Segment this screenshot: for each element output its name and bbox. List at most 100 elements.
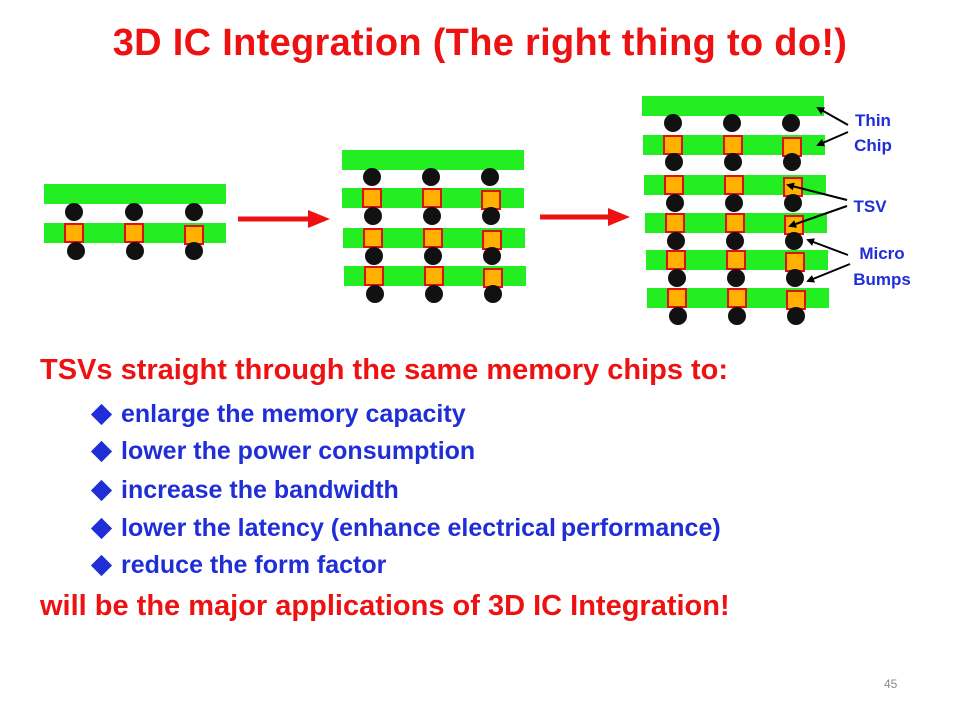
tsv [424, 266, 444, 286]
thin-chip-pointer [816, 107, 849, 126]
diamond-bullet-icon [90, 479, 113, 502]
micro-bump [784, 194, 802, 212]
micro-bump [364, 207, 382, 225]
tsv [724, 175, 744, 195]
tsv [423, 228, 443, 248]
tsv [362, 188, 382, 208]
micro-bump [185, 203, 203, 221]
tsv [664, 175, 684, 195]
micro-bump [65, 203, 83, 221]
list-item: enlarge the memory capacity [88, 396, 721, 432]
tsv [364, 266, 384, 286]
diamond-bullet-icon [90, 403, 113, 425]
tsv [726, 250, 746, 270]
list-item-text: lower the latency (enhance electrical pe… [121, 514, 721, 542]
application-list: enlarge the memory capacity lower the po… [88, 396, 721, 584]
micro-bump [728, 307, 746, 325]
list-item: lower the latency (enhance electrical pe… [88, 510, 721, 547]
micro-bump [483, 247, 501, 265]
tsv [725, 213, 745, 233]
micro-bump [782, 114, 800, 132]
micro-bump [667, 232, 685, 250]
thin-chip [342, 150, 524, 170]
micro-bump [424, 247, 442, 265]
micro-bump [423, 207, 441, 225]
tsv [422, 188, 442, 208]
micro-bump [365, 247, 383, 265]
micro-bump [727, 269, 745, 287]
micro-bump [126, 242, 144, 260]
micro-bump [125, 203, 143, 221]
micro-bump [185, 242, 203, 260]
list-item: lower the power consumption [88, 432, 721, 471]
micro-bump [484, 285, 502, 303]
stack-two-chips [44, 184, 226, 260]
page-number: 45 [884, 677, 898, 691]
micro-bump [668, 269, 686, 287]
tsv [124, 223, 144, 243]
tsv [666, 250, 686, 270]
tsv [786, 290, 806, 310]
micro-bump [669, 307, 687, 325]
tsv-label: TSV [853, 197, 887, 216]
tsv [785, 252, 805, 272]
diamond-bullet-icon [90, 554, 113, 577]
thin-chip [642, 96, 824, 116]
micro-bump [723, 114, 741, 132]
micro-bump [725, 194, 743, 212]
red-arrow [540, 208, 630, 226]
micro-bump [366, 285, 384, 303]
tsv [483, 268, 503, 288]
micro-bumps-pointer [806, 263, 851, 283]
thin-chip-pointer [816, 131, 849, 147]
micro-bump [724, 153, 742, 171]
micro-bump [481, 168, 499, 186]
tsv [482, 230, 502, 250]
micro-bump [783, 153, 801, 171]
list-item-text: increase the bandwidth [121, 476, 399, 504]
tsv [64, 223, 84, 243]
micro-bump [785, 232, 803, 250]
tsv [665, 213, 685, 233]
micro-bump [482, 207, 500, 225]
chip-stack-diagram: Thin Chip TSV Micro Bumps [44, 96, 911, 325]
micro-bumps-label: Bumps [853, 270, 911, 289]
micro-bump [363, 168, 381, 186]
micro-bump [665, 153, 683, 171]
micro-bumps-label: Micro [859, 244, 904, 263]
micro-bump [664, 114, 682, 132]
diamond-bullet-icon [90, 440, 113, 463]
tsv-pointer [786, 182, 848, 201]
micro-bump [425, 285, 443, 303]
tsv [363, 228, 383, 248]
red-arrow [238, 210, 330, 228]
list-item: reduce the form factor [88, 547, 721, 584]
tsv [184, 225, 204, 245]
slide-title: 3D IC Integration (The right thing to do… [112, 22, 848, 64]
list-item-text: reduce the form factor [121, 551, 387, 579]
stack-six-chips [642, 96, 829, 325]
list-item: increase the bandwidth [88, 471, 721, 510]
thin-chip-label: Thin [855, 111, 891, 130]
micro-bump [787, 307, 805, 325]
tsv [723, 135, 743, 155]
micro-bump [666, 194, 684, 212]
tsv-pointer [788, 205, 848, 228]
callout-arrows [786, 107, 851, 283]
thin-chip [44, 184, 226, 204]
micro-bump [786, 269, 804, 287]
list-item-text: lower the power consumption [121, 437, 476, 465]
tsv [667, 288, 687, 308]
section-heading: TSVs straight through the same memory ch… [40, 354, 729, 386]
conclusion-text: will be the major applications of 3D IC … [40, 590, 730, 622]
diamond-bullet-icon [90, 517, 113, 540]
list-item-text: enlarge the memory capacity [121, 399, 466, 428]
tsv [663, 135, 683, 155]
tsv [727, 288, 747, 308]
stack-four-chips [342, 150, 526, 303]
tsv [481, 190, 501, 210]
micro-bumps-pointer [806, 238, 849, 256]
thin-chip-label: Chip [854, 136, 892, 155]
micro-bump [726, 232, 744, 250]
micro-bump [67, 242, 85, 260]
